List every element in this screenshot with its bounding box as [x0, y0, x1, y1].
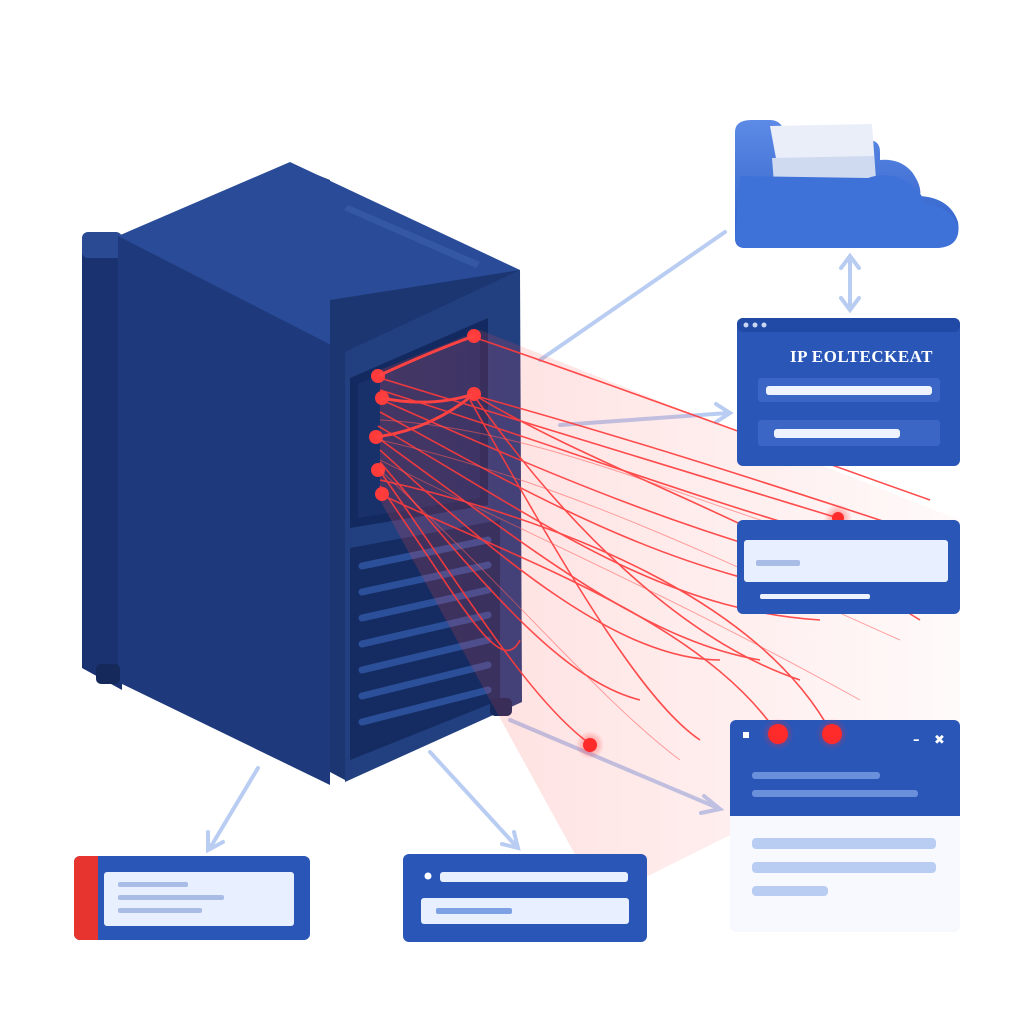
arrow-cloud-link-head-up: [839, 252, 861, 270]
cloud-folder-icon: [735, 120, 959, 248]
arrow-to-bottom-center-card-head: [500, 830, 521, 851]
arrow-to-cloud: [538, 230, 727, 362]
search-card-field[interactable]: [421, 898, 629, 924]
arrow-to-bottom-center-card: [428, 750, 518, 848]
fiber-endpoint-dot: [768, 724, 788, 744]
login-panel-title: IP EOLTECKEAT: [790, 347, 933, 366]
fiber-endpoint-dot: [583, 738, 597, 752]
popup-minimize-button[interactable]: –: [913, 733, 920, 748]
alert-card: [74, 856, 310, 940]
popup-close-button[interactable]: ✖: [934, 733, 945, 748]
popup-window: – ✖: [730, 718, 960, 932]
arrow-to-login-panel-head: [714, 402, 734, 424]
login-panel: IP EOLTECKEAT: [737, 318, 960, 466]
notification-card: [737, 520, 960, 614]
arrow-to-bottom-left-card: [208, 766, 260, 850]
search-card-input[interactable]: [440, 872, 628, 882]
fiber-endpoint-dot: [822, 724, 842, 744]
search-card: [403, 854, 647, 942]
arrow-to-bottom-left-card-head: [206, 830, 225, 854]
notification-card-field[interactable]: [744, 540, 948, 582]
arrow-cloud-link-head-down: [839, 296, 861, 314]
